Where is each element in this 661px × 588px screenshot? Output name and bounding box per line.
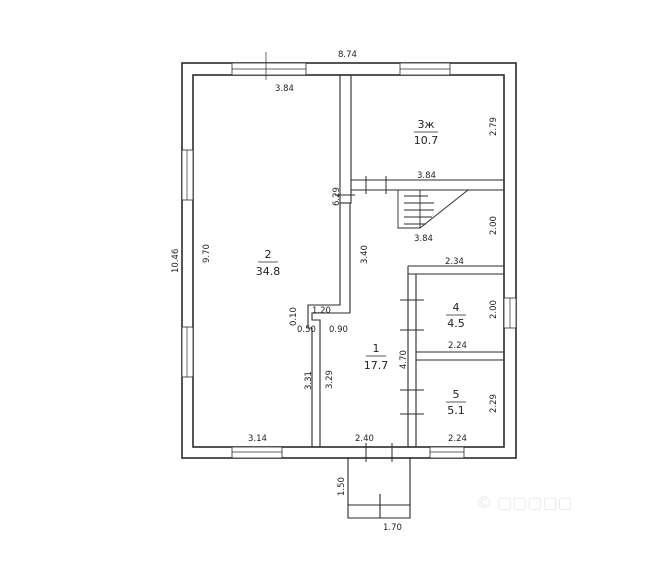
- exterior-walls: [181, 62, 517, 459]
- room-5-number: 5: [453, 388, 460, 401]
- dim-room2-bottom: 3.14: [248, 434, 267, 444]
- room-5-area: 5.1: [447, 404, 465, 417]
- room-3-label: 3ж 10.7: [414, 118, 439, 147]
- interior-walls: [307, 74, 504, 447]
- dim-overall-width: 8.74: [338, 50, 357, 60]
- dim-partition-step: 0.10: [289, 307, 299, 326]
- dim-stair-width: 3.84: [414, 234, 433, 244]
- room-2-area: 34.8: [256, 265, 281, 278]
- dim-room2-height: 9.70: [202, 244, 212, 263]
- dim-partition-ledge: 1.20: [312, 306, 331, 316]
- dim-room2-top: 3.84: [275, 84, 294, 94]
- dim-room3-bottom: 3.84: [417, 171, 436, 181]
- windows: [181, 52, 517, 459]
- room-4-number: 4: [453, 301, 460, 314]
- room-3-number: 3ж: [418, 118, 435, 131]
- dim-porch-depth: 1.50: [337, 477, 347, 496]
- dim-partition-a: 0.50: [297, 325, 316, 335]
- room-4-area: 4.5: [447, 317, 465, 330]
- dim-hall-bottom: 2.40: [355, 434, 374, 444]
- dim-porch-width: 1.70: [383, 523, 402, 533]
- room-3-area: 10.7: [414, 134, 439, 147]
- room-2-number: 2: [265, 248, 272, 261]
- dim-room5-height: 2.29: [489, 394, 499, 413]
- dim-room2-wall: 6.29: [332, 187, 342, 206]
- room-2-label: 2 34.8: [256, 248, 281, 278]
- staircase: [397, 189, 469, 229]
- dim-corridor-width: 2.34: [445, 257, 464, 267]
- room-5-label: 5 5.1: [446, 388, 466, 417]
- doors: [335, 176, 424, 462]
- dim-partition-b: 0.90: [329, 325, 348, 335]
- room-1-area: 17.7: [364, 359, 389, 372]
- dim-room4-width: 2.24: [448, 341, 467, 351]
- dim-room3-height: 2.79: [489, 117, 499, 136]
- dim-hall-left-a: 3.31: [304, 371, 314, 390]
- room-4-label: 4 4.5: [446, 301, 466, 330]
- dim-room5-width: 2.24: [448, 434, 467, 444]
- dim-overall-height: 10.46: [171, 249, 181, 273]
- watermark: © ▢▢▢▢▢: [476, 493, 573, 512]
- dimension-labels: 8.74 3.84 3.84 3.84 2.34 1.20 0.50 0.90 …: [171, 50, 499, 533]
- dim-hall-upper: 3.40: [360, 245, 370, 264]
- porch: [347, 458, 411, 519]
- room-1-number: 1: [373, 342, 380, 355]
- room-1-label: 1 17.7: [364, 342, 389, 372]
- dim-hall-side: 4.70: [399, 350, 409, 369]
- dim-stair-height: 2.00: [489, 216, 499, 235]
- dim-room4-height: 2.00: [489, 300, 499, 319]
- dim-hall-left-b: 3.29: [325, 370, 335, 389]
